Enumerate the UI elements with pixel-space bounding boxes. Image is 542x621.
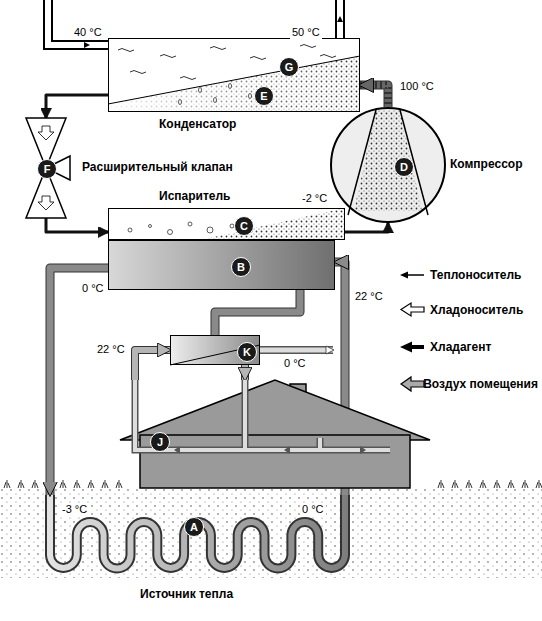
callout-letter: K [237, 342, 257, 362]
component-name: Конденсатор [159, 117, 236, 131]
temperature-label: 0 °C [300, 503, 326, 516]
temperature-label: 0 °C [282, 357, 308, 370]
callout-letter: F [37, 159, 57, 179]
brine-exchanger: B [108, 240, 335, 290]
legend-text: Воздух помещения [423, 377, 538, 391]
legend-text: Теплоноситель [430, 268, 521, 282]
temperature-label: 40 °C [72, 26, 104, 39]
shape-outline [330, 107, 446, 223]
callout-letter: J [150, 432, 170, 452]
evaporator-box: ИспарительC [108, 208, 345, 240]
legend-text: Хладоноситель [430, 303, 523, 317]
pipe-connector [215, 290, 300, 335]
compressor-circle: КомпрессорD [330, 107, 446, 223]
pipe-connector [50, 268, 108, 495]
callout-letter: A [184, 517, 204, 537]
legend-samples [400, 272, 424, 392]
component-name: Компрессор [450, 157, 522, 171]
air-exchanger: K [170, 335, 260, 365]
legend-text: Хладагент [430, 340, 491, 354]
callout-letter: G [279, 57, 299, 77]
pipe-connector [46, 218, 108, 232]
temperature-label: 100 °C [398, 80, 436, 93]
pipe-connector [360, 85, 388, 107]
temperature-label: 22 °C [353, 290, 385, 303]
callout-letter: E [254, 86, 274, 106]
pipe-connector [135, 350, 170, 380]
component-name: Испаритель [159, 189, 230, 203]
temperature-label: 22 °C [95, 343, 127, 356]
temperature-label: -2 °C [300, 192, 329, 205]
callout-letter: B [231, 257, 251, 277]
component-name: Источник тепла [140, 587, 233, 601]
callout-letter: C [234, 216, 254, 236]
pipe-connector [245, 365, 246, 380]
temperature-label: -3 °C [60, 503, 89, 516]
expansion-valve: Расширительный клапанF [22, 118, 70, 218]
pipe-connector [345, 223, 388, 232]
house: J [120, 380, 430, 488]
component-name: Расширительный клапан [82, 160, 233, 174]
condenser-box: КонденсаторGE [108, 38, 360, 112]
callout-letter: D [394, 157, 414, 177]
pipe-connector [46, 95, 108, 118]
temperature-label: 50 °C [290, 26, 322, 39]
temperature-label: 0 °C [80, 282, 106, 295]
